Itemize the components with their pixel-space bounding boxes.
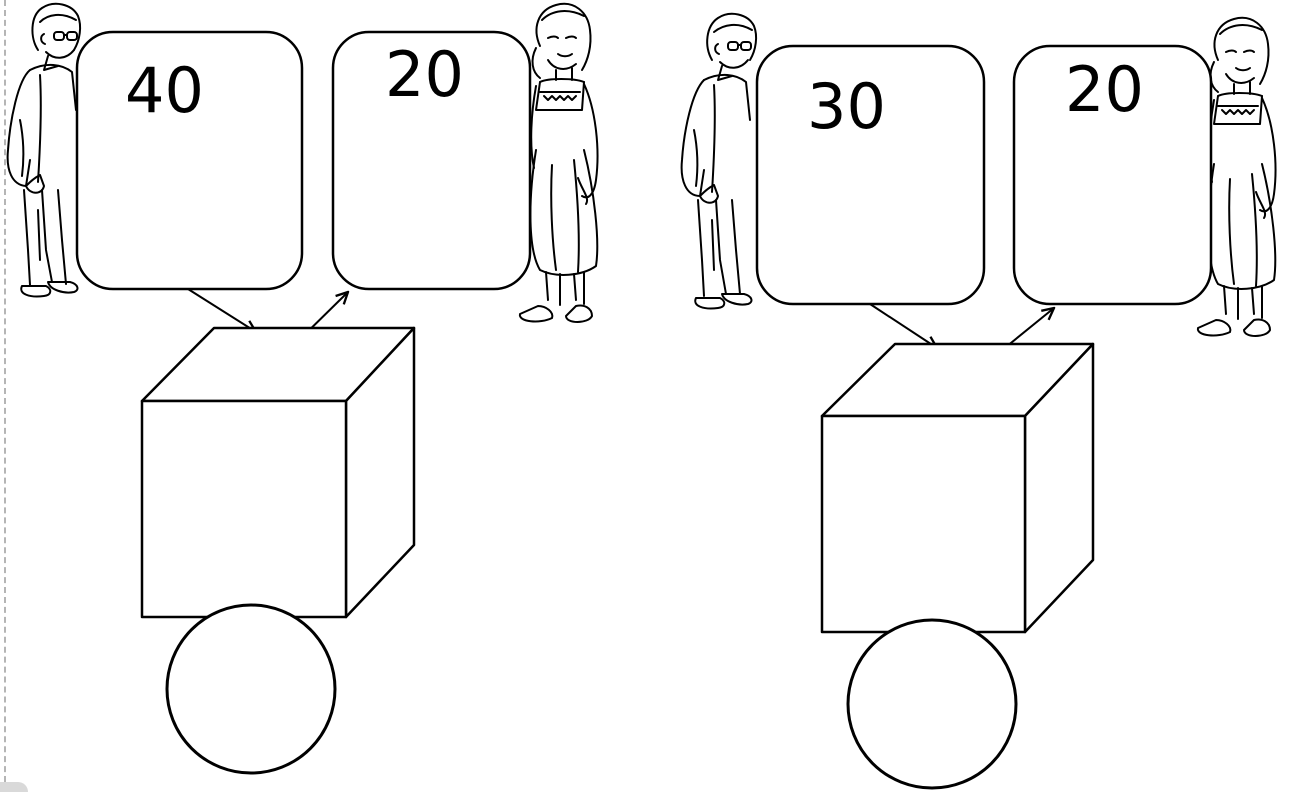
boy-figure-icon	[8, 4, 80, 297]
girl-figure-icon	[520, 4, 598, 322]
boy-value-label: 30	[807, 70, 886, 143]
result-circle	[167, 605, 335, 773]
girl-value-label: 20	[1065, 53, 1144, 126]
panel-1: 40 20	[8, 4, 598, 773]
girl-value-label: 20	[385, 38, 464, 111]
cube-icon	[142, 328, 414, 617]
boy-value-label: 40	[125, 54, 204, 127]
boy-figure-icon	[682, 14, 756, 309]
result-circle	[848, 620, 1016, 788]
cube-icon	[822, 344, 1093, 632]
panel-2: 30 20	[682, 14, 1276, 788]
arrow-icon	[188, 289, 256, 332]
arrow-icon	[870, 304, 937, 348]
